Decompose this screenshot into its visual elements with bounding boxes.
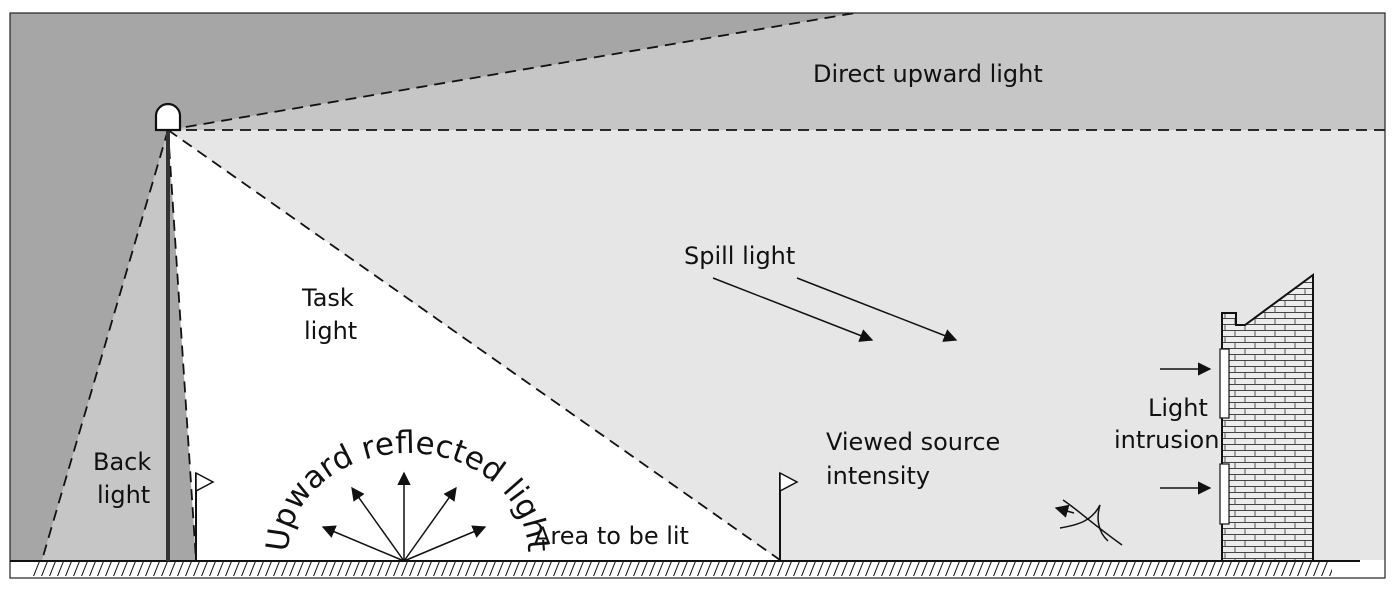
direct-upward-label: Direct upward light (813, 60, 1043, 88)
spill-region (168, 130, 1385, 560)
viewed-source-label-line1: Viewed source (826, 428, 1000, 456)
back-light-label-line1: Back (93, 448, 151, 476)
frame (9, 12, 1386, 579)
reflected-light-arrows (321, 471, 487, 562)
spill-light-arrows (712, 277, 958, 342)
task-light-label-line2: light (304, 317, 357, 345)
task-light-label-line1: Task (301, 284, 354, 312)
brick-building-icon (1219, 273, 1314, 562)
light-intrusion-label-line2: intrusion (1114, 426, 1219, 454)
window (1219, 348, 1230, 419)
area-to-be-lit-label: Area to be lit (534, 522, 689, 550)
window (1219, 463, 1230, 525)
back-light-label-line2: light (97, 481, 150, 509)
light-boundaries (41, 12, 1385, 561)
light-intrusion-label-line1: Light (1148, 394, 1208, 422)
direct-upward-region (168, 13, 1385, 130)
luminaire-icon (154, 102, 182, 132)
flag-icon (195, 471, 215, 561)
eye-icon (1054, 499, 1123, 546)
flag-icon (779, 471, 799, 561)
viewed-source-label-line2: intensity (826, 462, 930, 490)
intrusion-arrows (1160, 362, 1212, 495)
ground-hatching (32, 562, 1332, 576)
spill-light-label: Spill light (684, 242, 795, 270)
